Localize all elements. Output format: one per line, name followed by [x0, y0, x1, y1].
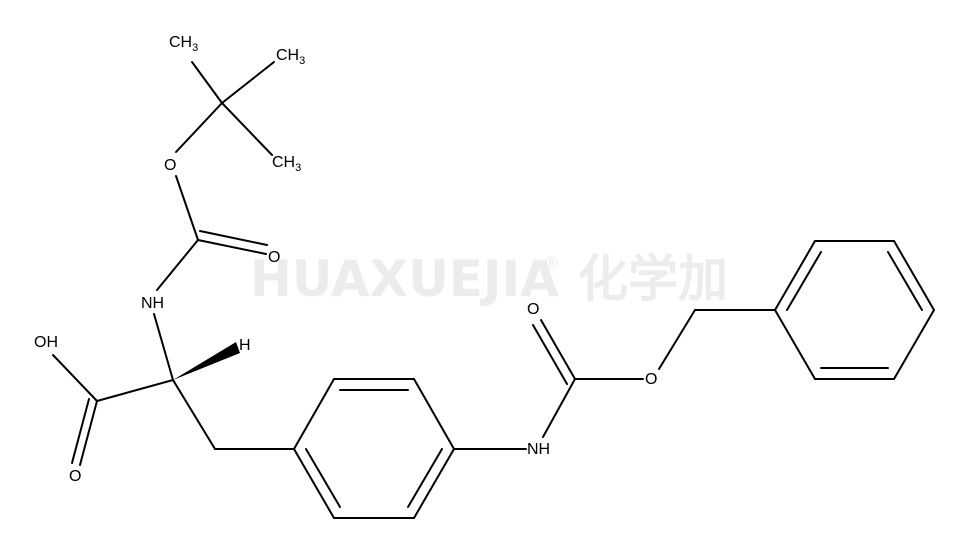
ring-inner-bond-c [305, 448, 341, 508]
watermark-registered-mark: ® [544, 253, 560, 272]
atom-o-ether-cbz: O [645, 371, 657, 388]
bond-carbonyl-o-double-1 [197, 239, 267, 255]
atom-labels: CH3 CH3 CH3 O O NH H OH O NH O O [34, 34, 657, 485]
phenyl-bond-1 [774, 240, 816, 311]
aryl-ring-bonds [293, 378, 455, 519]
bond-cq-ch3-lower [221, 102, 273, 156]
bond-cq-o-ether [175, 102, 223, 153]
bond-carbonyl-nh [156, 239, 199, 291]
atom-oh-acid: OH [34, 334, 58, 351]
bond-cacid-oh [52, 354, 98, 402]
atom-ch3-top: CH3 [169, 34, 198, 54]
phenyl-inner-bond-b [887, 251, 923, 311]
bond-carbonyl-o-double-1 [540, 319, 576, 380]
atom-o-carbonyl-cbz: O [527, 301, 539, 318]
atom-o-acid: O [69, 468, 81, 485]
bond-nh-calpha [153, 313, 174, 381]
bond-carbonyl-o-double-2 [199, 230, 268, 246]
phenyl-inner-bond-a [786, 251, 822, 311]
watermark: HUAXUEJIA ® 化学加 [250, 250, 728, 308]
bond-cq-ch3-top [191, 61, 223, 104]
bond-cacid-o-double-2 [71, 398, 90, 464]
atom-h-stereo: H [239, 337, 251, 354]
ring-inner-bond-b [407, 448, 443, 508]
bond-calpha-cacid [96, 379, 174, 402]
ring-bond-4 [413, 448, 455, 519]
atom-nh-alpha: NH [141, 295, 164, 312]
atom-ch3-right: CH3 [276, 47, 305, 67]
bond-cq-ch3-right [221, 61, 275, 104]
bond-o-ether-carbonyl [175, 175, 199, 241]
watermark-latin: HUAXUEJIA [250, 250, 559, 308]
bond-carbonyl-o-double-2 [532, 324, 568, 385]
watermark-chinese: 化学加 [578, 250, 728, 308]
bond-calpha-cbeta [172, 379, 216, 450]
atom-ch3-lower: CH3 [272, 154, 301, 174]
phenyl-ring-bonds [774, 240, 935, 380]
bond-o-ether-ch2 [658, 309, 696, 370]
wedge-bond-calpha-h [173, 342, 240, 380]
bond-cacid-o-double-1 [79, 400, 98, 466]
phenyl-bond-3 [893, 240, 935, 311]
bond-nh-carbonyl [542, 378, 576, 438]
ring-bond-6 [293, 448, 335, 519]
ring-bond-3 [413, 378, 455, 450]
phenyl-bond-6 [774, 309, 816, 380]
atom-o-ether-boc: O [164, 157, 176, 174]
phenyl-bond-4 [893, 309, 935, 380]
ring-bond-1 [293, 378, 335, 450]
backbone-bonds [52, 313, 295, 466]
atom-nh-aryl: NH [527, 441, 550, 458]
cbz-group-bonds [453, 309, 776, 450]
boc-group-bonds [156, 61, 275, 291]
atom-o-carbonyl-boc: O [268, 249, 280, 266]
